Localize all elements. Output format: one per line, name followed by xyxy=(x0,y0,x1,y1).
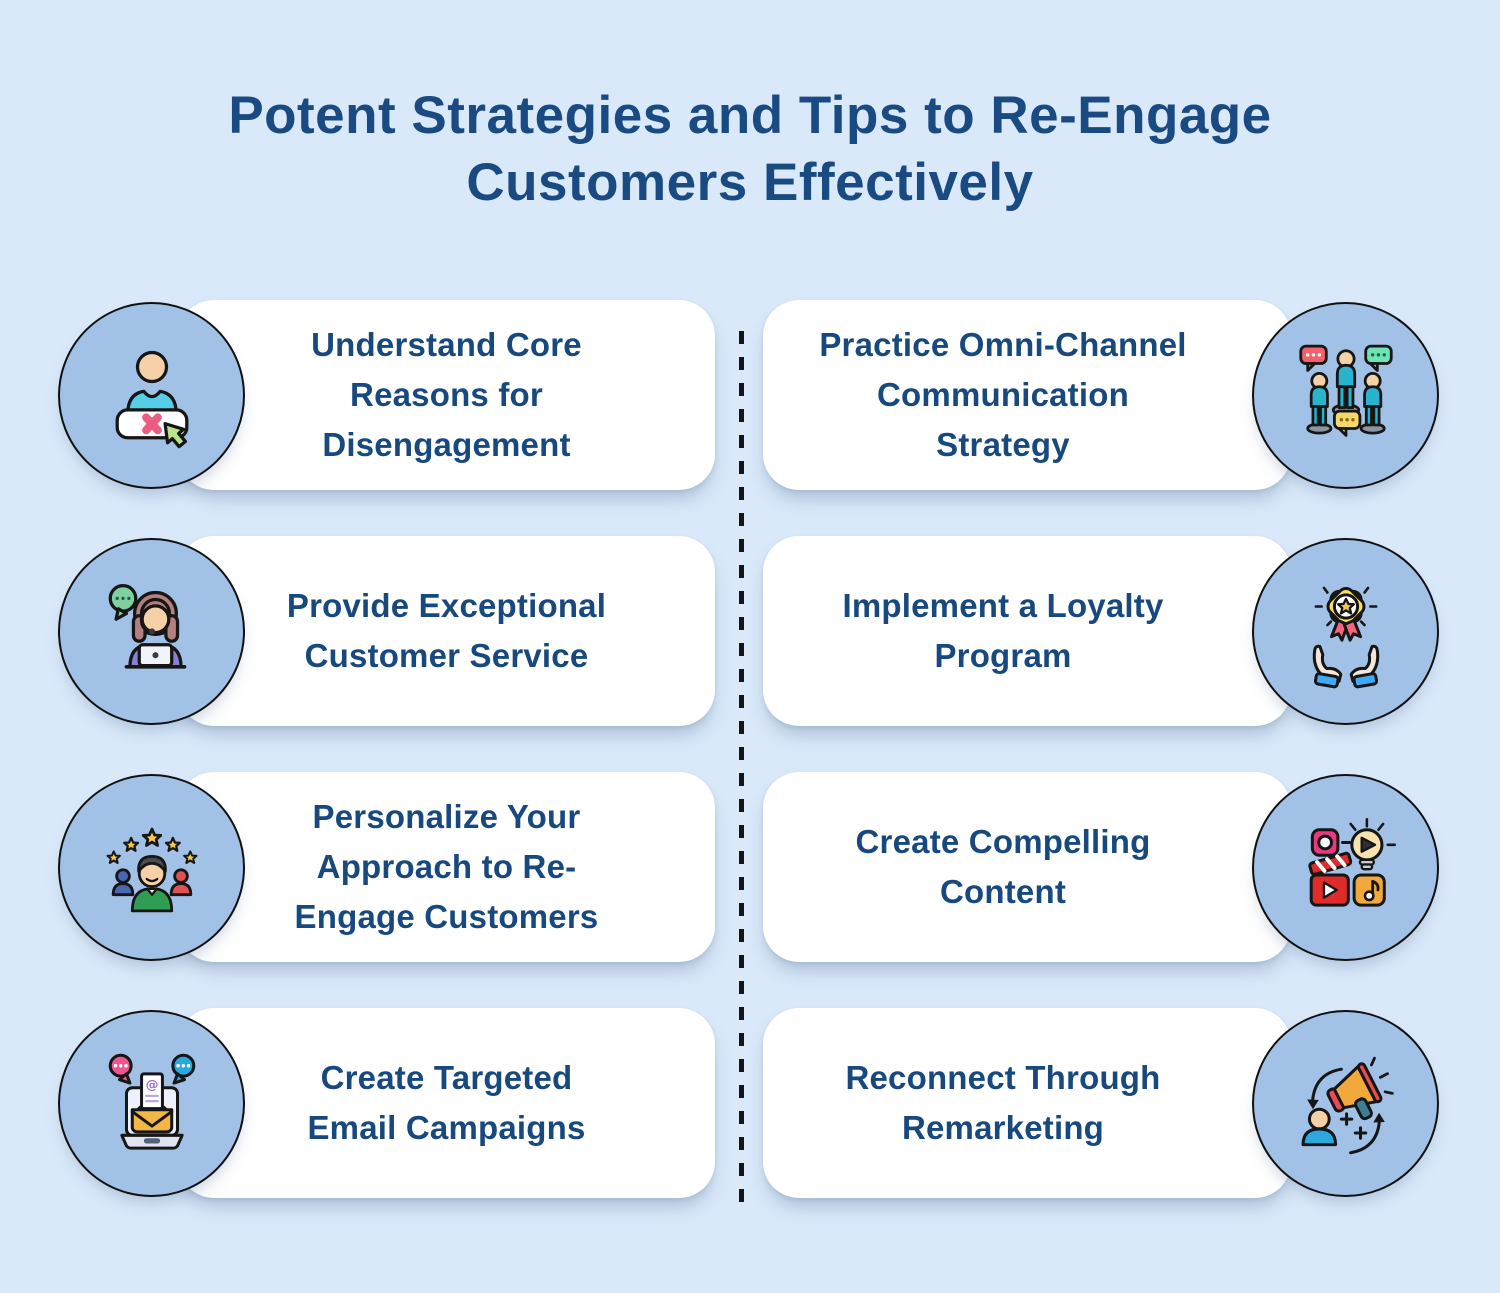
strategy-card: Personalize Your Approach to Re- Engage … xyxy=(178,772,715,962)
strategy-card: Understand Core Reasons for Disengagemen… xyxy=(178,300,715,490)
icon-circle xyxy=(58,538,245,725)
strategy-label: Practice Omni-Channel Communication Stra… xyxy=(819,326,1187,463)
icon-circle xyxy=(1252,774,1439,961)
strategy-item-customer-service: Provide Exceptional Customer Service xyxy=(0,536,1500,728)
strategy-label: Understand Core Reasons for Disengagemen… xyxy=(311,326,582,463)
strategy-label: Provide Exceptional Customer Service xyxy=(286,587,607,674)
dashed-divider xyxy=(739,331,744,1212)
strategy-item-omni-channel: Practice Omni-Channel Communication Stra… xyxy=(0,300,1500,492)
strategy-item-compelling-content: Create Compelling Content xyxy=(0,772,1500,964)
icon-circle xyxy=(1252,1010,1439,1197)
media-content-icon xyxy=(1307,817,1396,907)
page-title: Potent Strategies and Tips to Re-Engage … xyxy=(228,86,1272,212)
strategy-item-disengagement: Understand Core Reasons for Disengagemen… xyxy=(0,300,1500,492)
loyalty-badge-hands-icon xyxy=(1312,586,1379,688)
strategy-item-remarketing: Reconnect Through Remarketing xyxy=(0,1008,1500,1200)
strategy-label: Reconnect Through Remarketing xyxy=(845,1059,1161,1146)
personalized-customers-stars-icon xyxy=(106,827,197,912)
strategy-item-personalize: Personalize Your Approach to Re- Engage … xyxy=(0,772,1500,964)
remarketing-megaphone-icon xyxy=(1301,1056,1394,1154)
icon-circle: @ xyxy=(58,1010,245,1197)
strategy-label: Create Targeted Email Campaigns xyxy=(307,1059,586,1146)
strategy-card: Create Targeted Email Campaigns xyxy=(178,1008,715,1198)
strategy-card: Practice Omni-Channel Communication Stra… xyxy=(763,300,1291,490)
icon-circle xyxy=(58,302,245,489)
user-disengaged-icon xyxy=(115,350,188,448)
strategy-item-email-campaigns: Create Targeted Email Campaigns xyxy=(0,1008,1500,1200)
customer-support-agent-icon xyxy=(108,583,186,669)
strategy-label: Personalize Your Approach to Re- Engage … xyxy=(294,798,599,935)
icon-circle xyxy=(1252,302,1439,489)
strategy-item-loyalty-program: Implement a Loyalty Program xyxy=(0,536,1500,728)
strategy-card: Provide Exceptional Customer Service xyxy=(178,536,715,726)
strategy-card: Implement a Loyalty Program xyxy=(763,536,1291,726)
svg-text:@: @ xyxy=(145,1077,158,1092)
icon-circle xyxy=(58,774,245,961)
strategy-card: Reconnect Through Remarketing xyxy=(763,1008,1291,1198)
omni-channel-people-icon xyxy=(1298,344,1393,437)
email-campaign-laptop-icon: @ xyxy=(108,1053,195,1150)
icon-circle xyxy=(1252,538,1439,725)
strategy-card: Create Compelling Content xyxy=(763,772,1291,962)
strategy-label: Implement a Loyalty Program xyxy=(842,587,1164,674)
strategy-label: Create Compelling Content xyxy=(855,823,1151,910)
